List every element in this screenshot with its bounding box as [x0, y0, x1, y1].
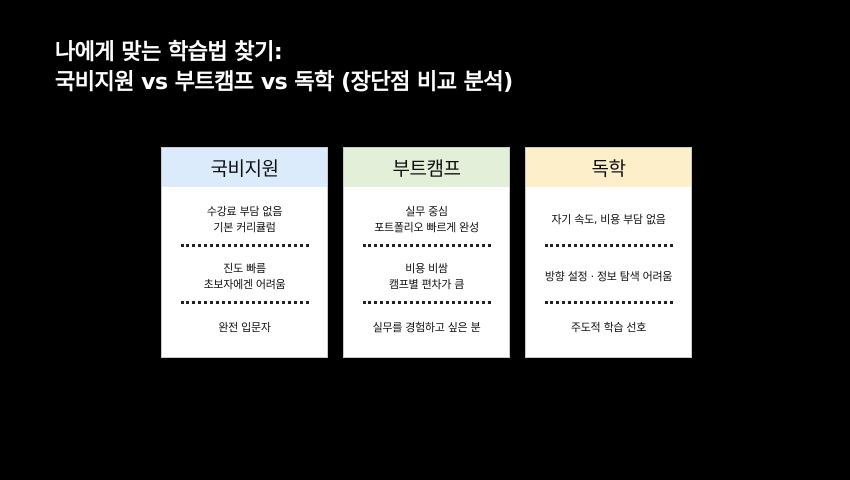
text-line: 실무를 경험하고 싶은 분 — [372, 321, 481, 334]
text-line: 기본 커리큘럼 — [213, 221, 276, 234]
text-line: 초보자에겐 어려움 — [203, 278, 286, 291]
card-header: 국비지원 — [162, 148, 327, 187]
target-text: 완전 입문자 — [218, 318, 271, 338]
text-line: 완전 입문자 — [218, 321, 271, 334]
title-line-2: 국비지원 vs 부트캠프 vs 독학 (장단점 비교 분석) — [55, 70, 513, 95]
text-line: 주도적 학습 선호 — [570, 321, 647, 334]
target-text: 실무를 경험하고 싶은 분 — [373, 318, 481, 338]
card-bootcamp: 부트캠프 실무 중심 포트폴리오 빠르게 완성 비용 비쌈 캠프별 편차가 큼 … — [343, 147, 510, 358]
card-body: 자기 속도, 비용 부담 없음 방향 설정 · 정보 탐색 어려움 주도적 학습… — [526, 187, 691, 357]
pros-text: 자기 속도, 비용 부담 없음 — [551, 204, 665, 236]
pros-text: 실무 중심 포트폴리오 빠르게 완성 — [374, 204, 479, 236]
pros-text: 수강료 부담 없음 기본 커리큘럼 — [207, 204, 282, 236]
dotted-divider — [362, 244, 491, 247]
text-line: 수강료 부담 없음 — [206, 205, 283, 218]
card-body: 실무 중심 포트폴리오 빠르게 완성 비용 비쌈 캠프별 편차가 큼 실무를 경… — [344, 187, 509, 357]
target-text: 주도적 학습 선호 — [571, 318, 646, 338]
card-gov-funded: 국비지원 수강료 부담 없음 기본 커리큘럼 진도 빠름 초보자에겐 어려움 완… — [161, 147, 328, 358]
cons-text: 방향 설정 · 정보 탐색 어려움 — [544, 261, 673, 293]
dotted-divider — [180, 244, 309, 247]
card-header: 부트캠프 — [344, 148, 509, 187]
comparison-cards: 국비지원 수강료 부담 없음 기본 커리큘럼 진도 빠름 초보자에겐 어려움 완… — [161, 147, 692, 358]
text-line: 진도 빠름 — [223, 262, 266, 275]
cons-text: 비용 비쌈 캠프별 편차가 큼 — [389, 261, 464, 293]
card-body: 수강료 부담 없음 기본 커리큘럼 진도 빠름 초보자에겐 어려움 완전 입문자 — [162, 187, 327, 357]
text-line: 비용 비쌈 — [405, 262, 448, 275]
card-self-study: 독학 자기 속도, 비용 부담 없음 방향 설정 · 정보 탐색 어려움 주도적… — [525, 147, 692, 358]
dotted-divider — [544, 301, 673, 304]
text-line: 실무 중심 — [405, 205, 448, 218]
text-line: 자기 속도, 비용 부담 없음 — [551, 213, 666, 226]
dotted-divider — [544, 244, 673, 247]
title-line-1: 나에게 맞는 학습법 찾기: — [55, 40, 283, 65]
cons-text: 진도 빠름 초보자에겐 어려움 — [204, 261, 286, 293]
text-line: 캠프별 편차가 큼 — [388, 278, 465, 291]
text-line: 방향 설정 · 정보 탐색 어려움 — [544, 270, 673, 283]
card-header: 독학 — [526, 148, 691, 187]
text-line: 포트폴리오 빠르게 완성 — [374, 221, 479, 234]
dotted-divider — [362, 301, 491, 304]
page-title: 나에게 맞는 학습법 찾기: 국비지원 vs 부트캠프 vs 독학 (장단점 비… — [55, 38, 513, 98]
dotted-divider — [180, 301, 309, 304]
